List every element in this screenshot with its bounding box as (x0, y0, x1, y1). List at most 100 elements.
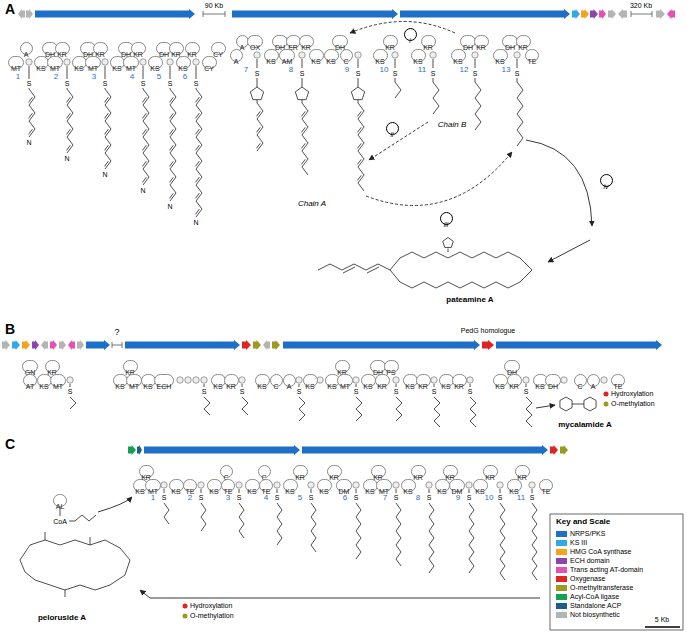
bond-line (500, 489, 501, 493)
atom-label: N (64, 155, 69, 162)
bond-line (257, 103, 263, 151)
gene-arrow (232, 9, 398, 19)
bond-line (390, 252, 532, 288)
step-circle: i (404, 28, 417, 41)
acp-circle (514, 52, 520, 58)
bond-line (434, 397, 440, 427)
bond-line (29, 89, 35, 137)
bond-line (70, 384, 71, 387)
bond-line (143, 89, 149, 185)
acp-circle (64, 59, 70, 65)
atom-label: S (467, 494, 472, 501)
domain-circle: KR (327, 465, 342, 478)
acp-circle (296, 377, 302, 383)
bond-line (142, 97, 146, 102)
bond-line (201, 503, 206, 531)
bond-line (395, 82, 401, 98)
bond-line (195, 97, 199, 102)
bond-line (104, 113, 108, 118)
bond-line (257, 59, 258, 68)
acp-circle (430, 52, 436, 58)
bond-line (204, 397, 210, 415)
bond-line (196, 66, 197, 79)
bond-line (164, 489, 165, 493)
domain-label: TE (614, 381, 623, 392)
atom-label: S (141, 80, 146, 87)
bond-line (358, 78, 359, 87)
domain-label: AM (282, 56, 293, 67)
gene-arrow (32, 340, 39, 350)
bond-line (631, 14, 652, 15)
bond-line (195, 161, 199, 166)
domain-circle: KS (207, 479, 222, 492)
bond-line (164, 503, 169, 524)
gene-arrow (572, 9, 580, 19)
annotation: Chain A (298, 200, 326, 208)
dashed-arrow (369, 122, 428, 160)
domain-label: KS (135, 486, 144, 497)
domain-label: KS (143, 381, 152, 392)
bond-line (122, 342, 123, 348)
atom-label: S (309, 494, 314, 501)
bond-line (69, 521, 75, 522)
step-circle: ii (386, 122, 399, 135)
bond-line (225, 11, 226, 17)
module-number: 8 (289, 66, 293, 74)
domain-circle: TE (525, 49, 539, 62)
gene-arrow (125, 340, 240, 350)
domain-label: KR (509, 381, 519, 392)
annotation: Chain B (438, 121, 466, 129)
annotation: O-methylation (611, 400, 655, 407)
domain-circle: PS (384, 360, 399, 373)
domain-label: C (343, 56, 348, 67)
acp-circle (177, 377, 183, 383)
atom-label: S (240, 388, 245, 395)
domain-label: DH (505, 42, 515, 53)
atom-label: S (394, 494, 399, 501)
acp-circle (198, 482, 204, 488)
gene-arrow (22, 340, 30, 350)
domain-circle: MT (8, 56, 24, 69)
annotation: pateamine A (446, 296, 493, 304)
gene-arrow (496, 340, 662, 350)
legend-text: ECH domain (570, 557, 610, 564)
bond-line (433, 82, 439, 114)
bond-line (29, 66, 30, 79)
atom-label: S (255, 70, 260, 77)
bond-line (356, 489, 357, 493)
domain-label: KS (171, 486, 180, 497)
acp-circle (201, 377, 207, 383)
bond-line (195, 177, 199, 182)
bond-line (242, 397, 248, 415)
gene-arrow (2, 340, 10, 350)
bond-line (104, 129, 108, 134)
domain-circle: KR (299, 35, 314, 48)
bond-line (395, 59, 396, 68)
domain-label: KS (311, 56, 320, 67)
bond-line (343, 267, 355, 273)
domain-label: A (234, 56, 239, 67)
domain-label: KR (377, 381, 387, 392)
gene-arrow (263, 340, 270, 350)
arrow-line (526, 140, 592, 226)
domain-circle: DM (449, 479, 465, 492)
module-number: 2 (54, 73, 58, 81)
atom-label: S (27, 80, 32, 87)
bond-line (396, 397, 402, 421)
module-number: 8 (416, 494, 420, 502)
bond-line (250, 87, 263, 100)
domain-label: KS (266, 56, 275, 67)
domain-label: KS (327, 381, 336, 392)
legend-swatch (556, 585, 567, 591)
gene-arrow (608, 9, 616, 19)
bond-line (239, 489, 240, 493)
acp-circle (431, 377, 437, 383)
bond-line (526, 384, 527, 387)
domain-circle: KR (45, 360, 60, 373)
domain-circle: C (220, 465, 233, 478)
bond-line (143, 66, 144, 79)
bond-line (301, 143, 305, 148)
module-number: 11 (517, 494, 525, 502)
annotation: ? (114, 328, 119, 337)
